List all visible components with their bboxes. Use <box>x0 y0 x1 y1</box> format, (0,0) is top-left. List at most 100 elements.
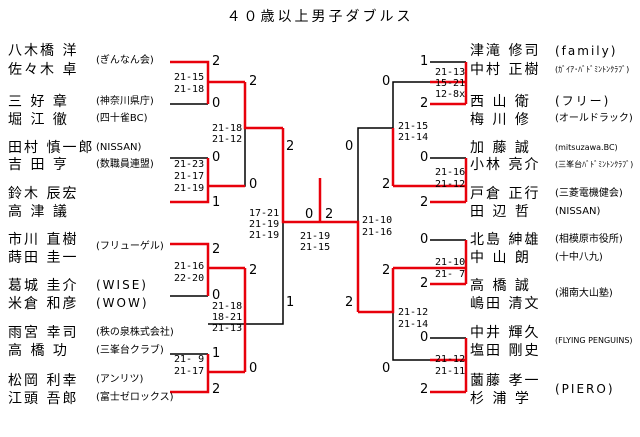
result-r4-top: 0 <box>420 330 429 345</box>
result-r2-bot: 2 <box>420 195 429 210</box>
right-aff-2b: (オールドラック) <box>555 113 633 124</box>
win-l2 <box>170 158 245 204</box>
left-aff-7b: (三峯台クラブ) <box>96 345 164 356</box>
right-aff-4b: (NISSAN) <box>555 206 601 217</box>
score-l2-2: 21-17 <box>174 171 205 182</box>
result-r7-top: 0 <box>345 139 354 154</box>
win-l4 <box>170 354 245 394</box>
score-r6-2: 21-14 <box>398 319 429 330</box>
result-r3-bot: 2 <box>420 276 429 291</box>
line-l7-bot <box>245 222 284 325</box>
result-r6-bot: 0 <box>382 361 391 376</box>
left-p3-b: 吉 田 亨 <box>8 157 69 173</box>
left-p1-b: 佐々木 卓 <box>8 62 79 78</box>
score-final-2: 21-15 <box>300 242 331 253</box>
left-aff-1: (ぎんなん会) <box>96 55 154 66</box>
win-r1b <box>430 102 466 394</box>
right-p2-b: 梅 川 修 <box>470 112 531 128</box>
result-l7-top: 2 <box>286 139 295 154</box>
result-r5-top: 0 <box>382 74 391 89</box>
win-r7 <box>320 220 360 312</box>
left-p8-b: 江頭 吾郎 <box>8 391 79 407</box>
score-l7-2: 21-19 <box>249 219 280 230</box>
score-l6-2: 18-21 <box>212 312 243 323</box>
score-r5-1: 21-15 <box>398 121 429 132</box>
left-aff-3b: (数職員連盟) <box>96 159 154 170</box>
right-p5-a: 北島 紳雄 <box>470 232 541 248</box>
score-l7-3: 21-19 <box>249 230 280 241</box>
right-p6-b: 嶋田 清文 <box>470 296 541 312</box>
right-aff-5a: (相模原市役所) <box>555 234 623 245</box>
result-l5-top: 2 <box>249 74 258 89</box>
right-p4-b: 田 辺 哲 <box>470 204 531 220</box>
result-r3-top: 0 <box>420 232 429 247</box>
win-r1 <box>430 62 468 104</box>
left-p1-a: 八木橋 洋 <box>8 43 79 59</box>
right-p1-a: 津滝 修司 <box>470 43 541 59</box>
result-r6-top: 2 <box>382 263 391 278</box>
left-p6-b: 米倉 和彦 <box>8 296 79 312</box>
right-aff-1a: (family) <box>555 44 618 58</box>
score-l6-3: 21-13 <box>212 323 243 334</box>
left-aff-8a: (アンリツ) <box>96 374 144 385</box>
left-p3-a: 田村 慎一郎 <box>8 140 95 156</box>
score-r5-2: 21-14 <box>398 132 429 143</box>
left-p2-a: 三 好 章 <box>8 94 69 110</box>
right-p7-a: 中井 輝久 <box>470 325 541 341</box>
result-l1-bot: 0 <box>212 96 221 111</box>
score-r2-1: 21-16 <box>435 167 466 178</box>
right-aff-1b: (ｶﾞｲｱ･ﾊﾞﾄﾞﾐﾝﾄﾝｸﾗﾌﾞ) <box>555 65 630 74</box>
result-l4-top: 1 <box>212 346 221 361</box>
result-r1-bot: 2 <box>420 96 429 111</box>
right-p3-a: 加 藤 誠 <box>470 140 531 156</box>
score-l2-3: 21-19 <box>174 183 205 194</box>
right-p8-a: 薗藤 孝一 <box>470 373 541 389</box>
left-aff-8b: (富士ゼロックス) <box>96 392 174 403</box>
right-p7-b: 塩田 剛史 <box>470 343 541 359</box>
result-l7-bot: 1 <box>286 295 295 310</box>
right-aff-6: (湘南大山塾) <box>555 288 613 299</box>
result-l2-top: 0 <box>212 150 221 165</box>
left-aff-2a: (神奈川県庁) <box>96 96 154 107</box>
right-aff-7: (FLYING PENGUINS) <box>555 336 633 345</box>
score-l3-1: 21-16 <box>174 261 205 272</box>
left-p2-b: 堀 江 徹 <box>8 112 69 128</box>
result-l3-bot: 0 <box>212 288 221 303</box>
left-aff-6a: (WISE) <box>96 278 148 292</box>
score-final-1: 21-19 <box>300 231 331 242</box>
left-aff-3a: (NISSAN) <box>96 142 142 153</box>
left-p5-b: 蒔田 圭一 <box>8 250 79 266</box>
right-p2-a: 西 山 衛 <box>470 94 531 110</box>
right-aff-8: (PIERO) <box>555 382 615 396</box>
win-r4 <box>430 338 468 392</box>
score-r1-1: 21-13 <box>435 67 466 78</box>
win-r6 <box>358 268 395 314</box>
result-r1-top: 1 <box>420 54 429 69</box>
result-r5-bot: 2 <box>382 177 391 192</box>
result-r4-bot: 2 <box>420 382 429 397</box>
win-l3 <box>170 242 245 296</box>
score-l5-2: 21-12 <box>212 134 243 145</box>
score-l7-1: 17-21 <box>249 208 280 219</box>
left-p4-b: 高 津 議 <box>8 204 69 220</box>
score-r4-1: 21-12 <box>435 354 466 365</box>
left-p6-a: 葛城 圭介 <box>8 278 79 294</box>
score-r6-1: 21-12 <box>398 307 429 318</box>
score-l1-2: 21-18 <box>174 84 205 95</box>
left-p7-b: 高 橋 功 <box>8 343 69 359</box>
score-l5-1: 21-18 <box>212 123 243 134</box>
score-l4-1: 21- 9 <box>174 354 205 365</box>
right-aff-5b: (十中八九) <box>555 252 603 263</box>
score-r1-3: 12-8x <box>435 89 466 100</box>
right-p4-a: 戸倉 正行 <box>470 186 541 202</box>
left-aff-6b: (WOW) <box>96 296 149 310</box>
result-final-right: 2 <box>325 207 334 222</box>
left-aff-2b: (四十雀BC) <box>96 113 148 124</box>
right-p3-b: 小林 亮介 <box>470 157 541 173</box>
result-final-left: 0 <box>305 207 314 222</box>
score-l4-2: 21-17 <box>174 366 205 377</box>
win-l1 <box>170 60 245 104</box>
win-l7 <box>281 128 320 224</box>
result-l5-bot: 0 <box>249 177 258 192</box>
